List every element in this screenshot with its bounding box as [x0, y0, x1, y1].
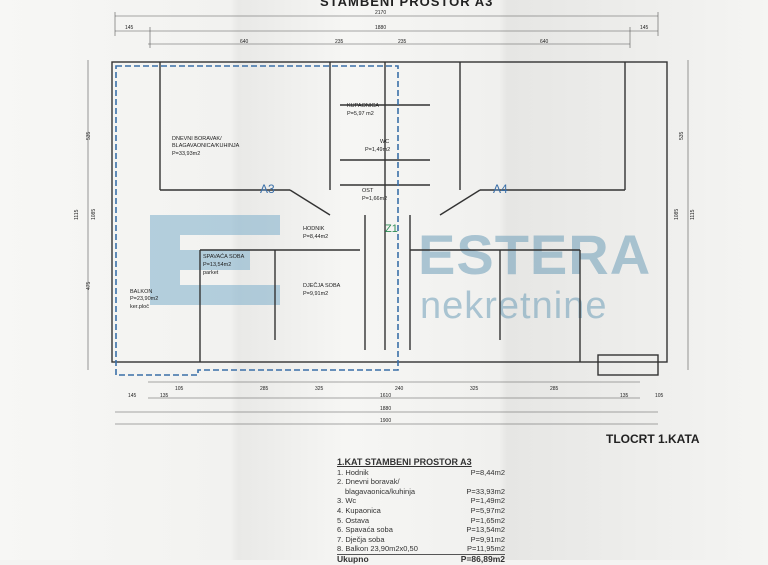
dim-bottom-7: 285 [550, 386, 559, 392]
legend-row: 2. Dnevni boravak/ [337, 477, 400, 487]
dim-side-7: 1115 [690, 209, 696, 220]
svg-text:SPAVAĆA SOBA: SPAVAĆA SOBA [203, 253, 245, 260]
dim-top-4: 145 [640, 25, 649, 31]
svg-text:BALKON: BALKON [130, 289, 152, 295]
watermark-logo [150, 215, 280, 305]
room-bathroom: KUPAONICA P=5,97 m2 [347, 103, 379, 117]
room-kids: DJEČJA SOBA P=9,91m2 [303, 282, 341, 297]
dim-bottom-1: 105 [175, 386, 184, 392]
room-wc: WC P=1,49m2 [365, 139, 390, 153]
dim-bottom-5: 240 [395, 386, 404, 392]
unit-a3-label: A3 [260, 182, 275, 196]
plan-heading: STAMBENI PROSTOR A3 [320, 0, 494, 9]
dim-side-3: 1085 [91, 209, 97, 220]
svg-text:OST: OST [362, 188, 374, 194]
svg-text:BLAGAVAONICA/KUHINJA: BLAGAVAONICA/KUHINJA [172, 143, 240, 149]
svg-text:KUPAONICA: KUPAONICA [347, 103, 379, 109]
dim-bottom-4: 325 [315, 386, 324, 392]
estera-logo-icon [150, 215, 280, 305]
dim-side-5: 535 [679, 131, 685, 140]
z1-label: Z1 [385, 223, 398, 235]
svg-text:HODNIK: HODNIK [303, 226, 325, 232]
svg-text:P=23,90m2: P=23,90m2 [130, 296, 158, 302]
svg-text:P=9,91m2: P=9,91m2 [303, 291, 328, 297]
dim-bottom-13: 1900 [380, 418, 391, 424]
dim-top-7: 235 [398, 39, 407, 45]
dim-side-6: 1085 [674, 209, 680, 220]
dim-top-8: 640 [540, 39, 549, 45]
svg-text:parket: parket [203, 270, 219, 276]
dim-bottom-12: 1880 [380, 406, 391, 412]
dim-side-4: 475 [86, 281, 92, 290]
svg-text:P=33,93m2: P=33,93m2 [172, 151, 200, 157]
svg-text:DJEČJA SOBA: DJEČJA SOBA [303, 282, 341, 289]
svg-text:P=1,66m2: P=1,66m2 [362, 196, 387, 202]
dim-total-top: 2170 [375, 10, 386, 16]
svg-text:P=1,49m2: P=1,49m2 [365, 147, 390, 153]
dim-top-3: 145 [125, 25, 134, 31]
dim-bottom-10: 105 [655, 393, 664, 399]
legend-heading: 1.KAT STAMBENI PROSTOR A3 [337, 457, 472, 467]
plan-title: TLOCRT 1.KATA [606, 432, 700, 446]
watermark-text: ESTERA [418, 223, 652, 286]
dim-bottom-9: 135 [620, 393, 629, 399]
dim-bottom-2: 135 [160, 393, 169, 399]
dim-bottom-8: 145 [128, 393, 137, 399]
svg-text:P=8,44m2: P=8,44m2 [303, 234, 328, 240]
walls [111, 61, 668, 376]
watermark-subtext: nekretnine [420, 285, 608, 327]
svg-text:P=5,97 m2: P=5,97 m2 [347, 111, 374, 117]
dim-top-2: 1880 [375, 25, 386, 31]
top-dimension-lines [87, 12, 689, 425]
room-storage: OST P=1,66m2 [362, 188, 387, 202]
dim-top-5: 640 [240, 39, 249, 45]
room-living: DNEVNI BORAVAK/BLAGAVAONICA/KUHINJA P=33,… [172, 136, 240, 157]
dim-bottom-11: 1610 [380, 393, 391, 399]
dim-bottom-6: 325 [470, 386, 479, 392]
dim-side-1: 535 [86, 131, 92, 140]
dim-top-6: 235 [335, 39, 344, 45]
svg-text:DNEVNI BORAVAK/: DNEVNI BORAVAK/ [172, 136, 222, 142]
dim-bottom-3: 285 [260, 386, 269, 392]
dim-side-2: 1115 [74, 209, 80, 220]
room-hallway: HODNIK P=8,44m2 [303, 226, 328, 240]
room-bedroom: SPAVAĆA SOBA P=13,54m2 parket [203, 253, 245, 276]
svg-text:ker.ploč: ker.ploč [130, 304, 149, 310]
svg-text:WC: WC [380, 139, 389, 145]
svg-text:P=13,54m2: P=13,54m2 [203, 262, 231, 268]
unit-a4-label: A4 [493, 182, 508, 196]
unit-a3-outline [115, 65, 399, 376]
